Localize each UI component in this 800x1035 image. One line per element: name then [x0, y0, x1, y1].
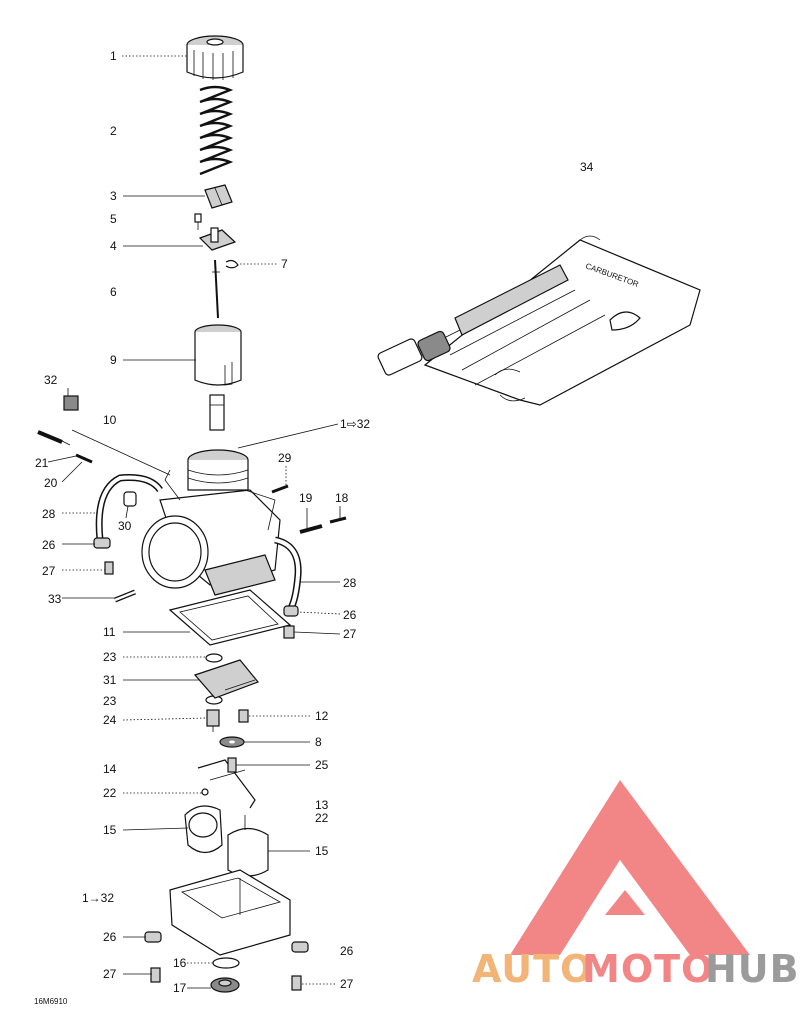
part-clamp-26d: [291, 941, 309, 953]
part-retainer: [204, 184, 233, 209]
part-fitting: [123, 491, 137, 507]
part-tool-kit: CARBURETOR: [377, 235, 701, 406]
part-screw-27b: [283, 625, 295, 639]
callout-28-left: 28: [42, 507, 56, 521]
callout-8: 8: [315, 735, 322, 749]
diagram-id: 16M6910: [34, 997, 68, 1006]
callout-1-to-32-bottom: 1→32: [82, 891, 114, 905]
part-main-jet: [206, 709, 220, 732]
callout-28-right: 28: [343, 576, 357, 590]
callout-31: 31: [103, 673, 117, 687]
callout-6: 6: [110, 285, 117, 299]
callout-17: 17: [173, 981, 187, 995]
callout-12: 12: [315, 709, 329, 723]
part-float-arm: [197, 757, 256, 809]
callout-33: 33: [48, 592, 62, 606]
callout-24: 24: [103, 713, 117, 727]
part-air-screw: [37, 430, 93, 464]
part-clip: [225, 259, 239, 269]
callout-7: 7: [281, 257, 288, 271]
callout-29: 29: [278, 451, 292, 465]
watermark-logo: AUTO MOTO HUB: [472, 780, 800, 991]
part-drain-plug: [210, 977, 240, 993]
part-needle: [212, 259, 220, 319]
part-plate-31: [193, 659, 259, 699]
callout-27-a: 27: [42, 564, 56, 578]
watermark-moto: MOTO: [582, 947, 714, 991]
watermark-auto: AUTO: [472, 947, 593, 991]
callout-25: 25: [315, 758, 329, 772]
part-float-bowl: [169, 869, 291, 956]
callout-20: 20: [44, 476, 58, 490]
callout-labels: 1 2 3 5 4 7 6 9 32 10 1⇨32 21 29 20 19 1…: [34, 49, 594, 1006]
part-slide: [194, 324, 242, 386]
part-carburetor-body: [141, 449, 281, 596]
watermark-hub: HUB: [705, 947, 800, 991]
callout-14: 14: [103, 762, 117, 776]
callout-30: 30: [118, 519, 132, 533]
callout-22-a: 22: [103, 786, 117, 800]
leader-lines: [47, 55, 341, 989]
part-clamp-26b: [283, 605, 299, 617]
callout-10: 10: [103, 413, 117, 427]
part-idle-screw: [299, 516, 347, 534]
part-washer: [219, 736, 245, 748]
part-pin: [114, 589, 136, 603]
part-cap-nut: [63, 395, 79, 411]
callout-22-b: 22: [315, 811, 329, 825]
callout-5: 5: [110, 212, 117, 226]
callout-1-to-32-top: 1⇨32: [340, 417, 370, 431]
callout-15-b: 15: [315, 844, 329, 858]
part-plate: [198, 227, 237, 251]
callout-27-d: 27: [340, 977, 354, 991]
callout-1: 1: [110, 49, 117, 63]
part-cap: [186, 35, 244, 80]
callout-11: 11: [103, 625, 116, 639]
part-screw-27c: [150, 967, 161, 983]
callout-2: 2: [110, 124, 117, 138]
callout-21: 21: [35, 456, 49, 470]
callout-19: 19: [299, 491, 313, 505]
callout-23-b: 23: [103, 694, 117, 708]
callout-18: 18: [335, 491, 349, 505]
callout-26-c: 26: [103, 930, 117, 944]
callout-9: 9: [110, 353, 117, 367]
part-hose-left: [95, 474, 163, 541]
callout-34: 34: [580, 160, 594, 174]
part-pin-22: [201, 788, 209, 796]
part-clamp-26c: [144, 931, 162, 943]
part-needle-jet: [209, 394, 225, 431]
part-gasket: [168, 589, 292, 646]
part-screw-29: [271, 484, 289, 494]
callout-13: 13: [315, 798, 329, 812]
callout-26-b: 26: [343, 608, 357, 622]
callout-27-b: 27: [343, 627, 357, 641]
part-oring-a: [205, 653, 223, 663]
part-spring: [199, 85, 234, 176]
callout-26-a: 26: [42, 538, 56, 552]
part-screw-27a: [104, 561, 114, 575]
callout-26-d: 26: [340, 944, 354, 958]
callout-16: 16: [173, 956, 187, 970]
callout-3: 3: [110, 189, 117, 203]
callout-15-a: 15: [103, 823, 117, 837]
part-clamp-26a: [93, 537, 111, 549]
callout-27-c: 27: [103, 967, 117, 981]
part-oring-16: [212, 957, 240, 969]
callout-32: 32: [44, 373, 58, 387]
part-pilot-jet: [238, 709, 249, 723]
part-screw-27d: [291, 975, 302, 991]
callout-23-a: 23: [103, 650, 117, 664]
part-screw-5: [194, 213, 202, 230]
part-float-left: [184, 805, 223, 854]
callout-4: 4: [110, 239, 117, 253]
part-float-right: [227, 815, 269, 877]
part-hose-right: [274, 536, 302, 612]
